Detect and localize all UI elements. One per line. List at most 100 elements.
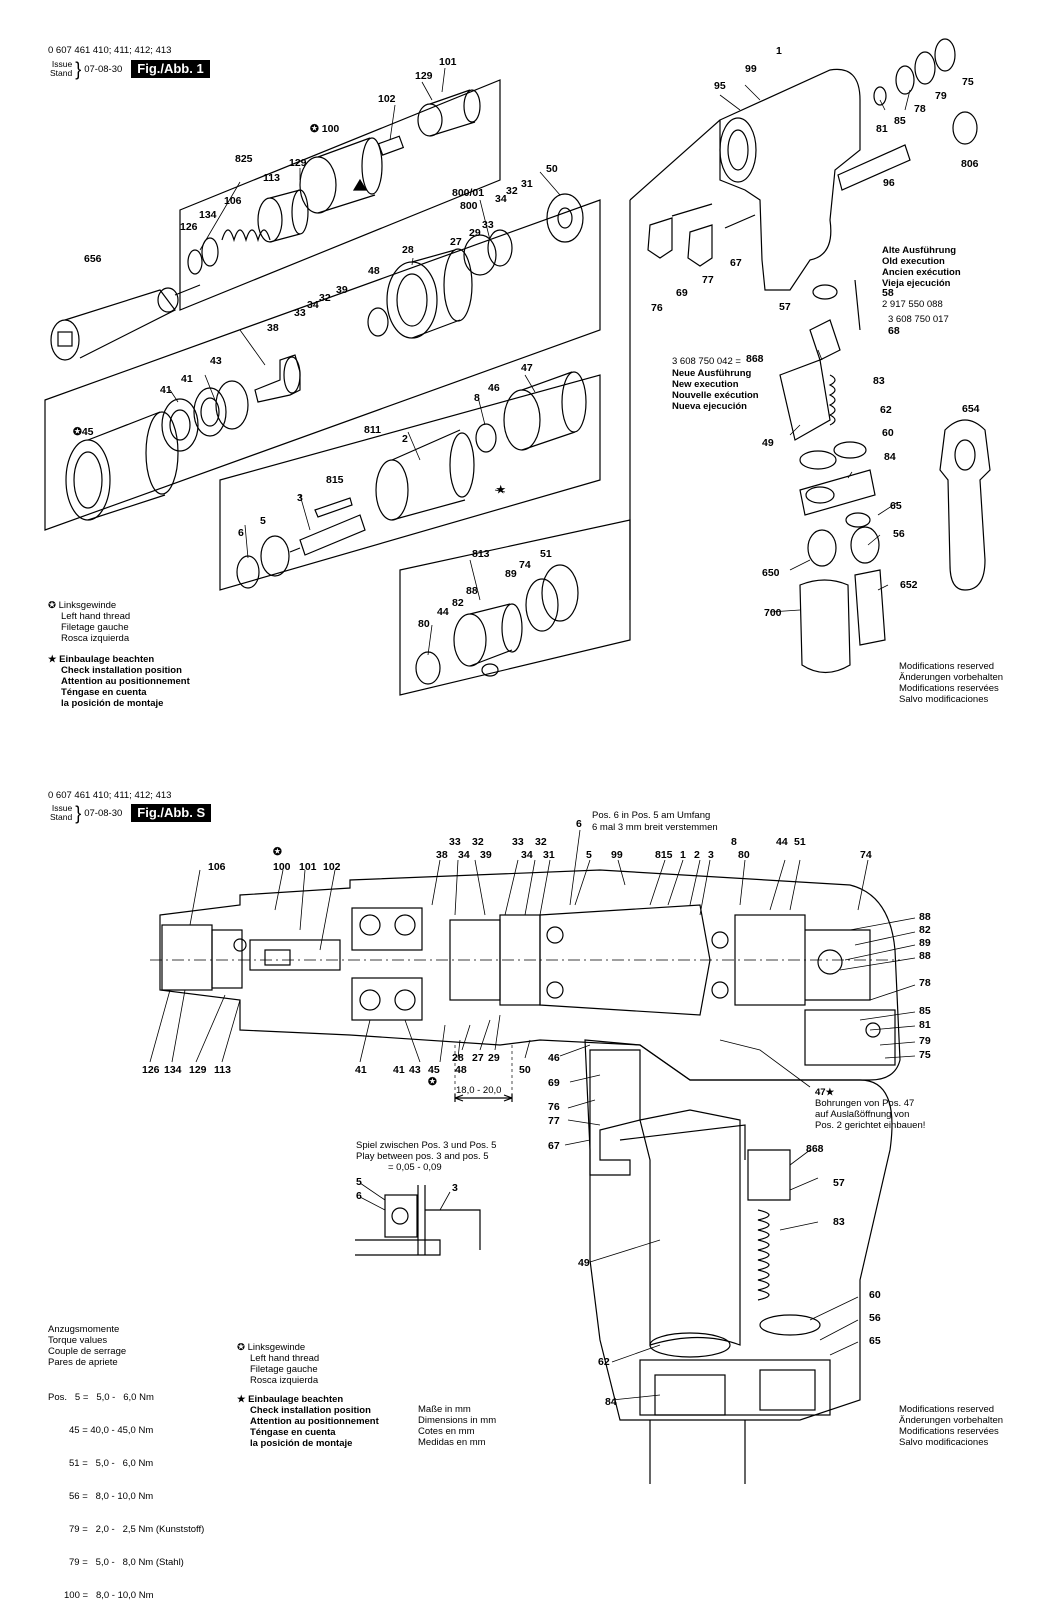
callout-label: 34 [495, 193, 507, 205]
pos6-note-b: 6 mal 3 mm breit verstemmen [592, 822, 718, 833]
modifications-text: Modifications reservées [899, 683, 999, 694]
star-icon: ★ [825, 1087, 835, 1098]
callout-label-100: ✪ 100 [310, 123, 339, 135]
part-77-clip [687, 224, 713, 267]
part-46-bearing [475, 423, 497, 453]
callout-label: 134 [199, 209, 217, 221]
torque-title-text: Torque values [48, 1335, 108, 1346]
callout-label: 95 [714, 80, 726, 92]
modifications-text: Änderungen vorbehalten [899, 1415, 1004, 1426]
callout-text: 100 [321, 123, 340, 135]
torque-title-text: Anzugsmomente [48, 1324, 120, 1335]
part-126-ring [187, 249, 203, 275]
part-815-blade [314, 497, 353, 518]
figS-left-thread-legend: ✪ Linksgewinde Left hand thread Filetage… [237, 1342, 319, 1386]
legend-text: Left hand thread [61, 611, 131, 622]
torque-row: 100 = 8,0 - 10,0 Nm [64, 1590, 154, 1601]
callout-label: 77 [702, 274, 714, 286]
callout-label: 67 [730, 257, 742, 269]
section-manifold-84 [639, 1359, 831, 1416]
callout-label: 41 [160, 384, 172, 396]
callout-label: 58 [882, 287, 894, 299]
callout-label: 32 [506, 185, 518, 197]
legend-text: Rosca izquierda [250, 1375, 319, 1386]
modifications-text: Änderungen vorbehalten [899, 672, 1004, 683]
callout-label: 50 [546, 163, 558, 175]
part-5-endplate [260, 535, 290, 577]
part-57-ring [812, 284, 838, 300]
section-screen-60 [759, 1314, 821, 1336]
legend-text: Einbaulage beachten [248, 1394, 344, 1405]
callout-label: 129 [189, 1064, 207, 1076]
callout-label: 815 [655, 849, 673, 861]
callout-label: 41 [393, 1064, 405, 1076]
section-clip-76 [589, 1049, 641, 1176]
torque-title-text: Pares de apriete [48, 1357, 118, 1368]
part-96-plate [837, 144, 911, 191]
part-100-sleeve [299, 137, 383, 214]
legend-text: Einbaulage beachten [59, 654, 155, 665]
callout-label: 82 [452, 597, 464, 609]
callout-label: 656 [84, 253, 102, 265]
dims-note: Maße in mm Dimensions in mm Cotes en mm … [418, 1404, 496, 1448]
part-113-collar [257, 189, 309, 243]
callout-label: 6 [576, 818, 582, 830]
callout-label: 6 [238, 527, 244, 539]
callout-label: 113 [263, 172, 280, 184]
callout-label: 80 [738, 849, 750, 861]
fig1-stand-label: Stand [50, 68, 73, 78]
callout-label: 101 [439, 56, 457, 68]
part-868-number: 3 608 750 042 = [672, 356, 741, 367]
play-note-text: Spiel zwischen Pos. 3 und Pos. 5 [356, 1140, 497, 1151]
callout-label: 50 [519, 1064, 531, 1076]
part-88-small [481, 663, 499, 677]
callout-label: 41 [181, 373, 193, 385]
callout-label: 100 [273, 861, 291, 873]
callout-label: 75 [962, 76, 974, 88]
callout-label: 99 [745, 63, 757, 75]
legend-text: Attention au positionnement [250, 1416, 379, 1427]
callout-label: 51 [794, 836, 806, 848]
callout-label: 62 [880, 404, 892, 416]
section-valve-868 [747, 1149, 791, 1201]
callout-label: 825 [235, 153, 253, 165]
part-3-rotor [289, 514, 366, 556]
callout-label: 2 [694, 849, 700, 861]
new-exec-de: Neue Ausführung [672, 368, 752, 379]
part-38-spindle [254, 354, 301, 403]
part-650-fitting [807, 529, 837, 567]
legend-text: Left hand thread [250, 1353, 320, 1364]
section-inlet [804, 1009, 896, 1066]
play-note: Spiel zwischen Pos. 3 und Pos. 5 Play be… [356, 1140, 496, 1173]
callout-label: 51 [540, 548, 552, 560]
callout-label: 32 [535, 836, 547, 848]
callout-label: 88 [919, 950, 931, 962]
callout-label: 49 [762, 437, 774, 449]
figS-issue-block: Issue Stand } 07-08-30 Fig./Abb. S [50, 802, 212, 824]
callout-label: 45 [428, 1064, 440, 1076]
part-652-hose-nipple [854, 569, 886, 646]
callout-label: 806 [961, 158, 979, 170]
callout-label: 652 [900, 579, 918, 591]
callout-label: 134 [164, 1064, 182, 1076]
figS-label: Fig./Abb. S [131, 804, 212, 822]
callout-label: 75 [919, 1049, 931, 1061]
part-58-number: 2 917 550 088 [882, 299, 943, 310]
callout-label: 69 [548, 1077, 560, 1089]
legend-text: Check installation position [250, 1405, 371, 1416]
old-execution-note: Alte Ausführung Old execution Ancien exé… [882, 245, 961, 289]
callout-label-45: ✪45 [73, 426, 94, 438]
part-43-ring [215, 380, 249, 430]
callout-label: 33 [512, 836, 524, 848]
callout-label: 102 [323, 861, 341, 873]
callout-label: 106 [224, 195, 242, 207]
old-exec-fr: Ancien exécution [882, 267, 961, 278]
callout-label: 129 [289, 157, 307, 169]
callout-label: 57 [779, 301, 791, 313]
brace-icon: } [75, 802, 82, 824]
new-exec-es: Nueva ejecución [672, 401, 747, 412]
figS-part-numbers: 0 607 461 410; 411; 412; 413 [48, 790, 172, 801]
callout-label: 85 [894, 115, 906, 127]
callout-label: 106 [208, 861, 226, 873]
dims-text: Cotes en mm [418, 1426, 475, 1437]
